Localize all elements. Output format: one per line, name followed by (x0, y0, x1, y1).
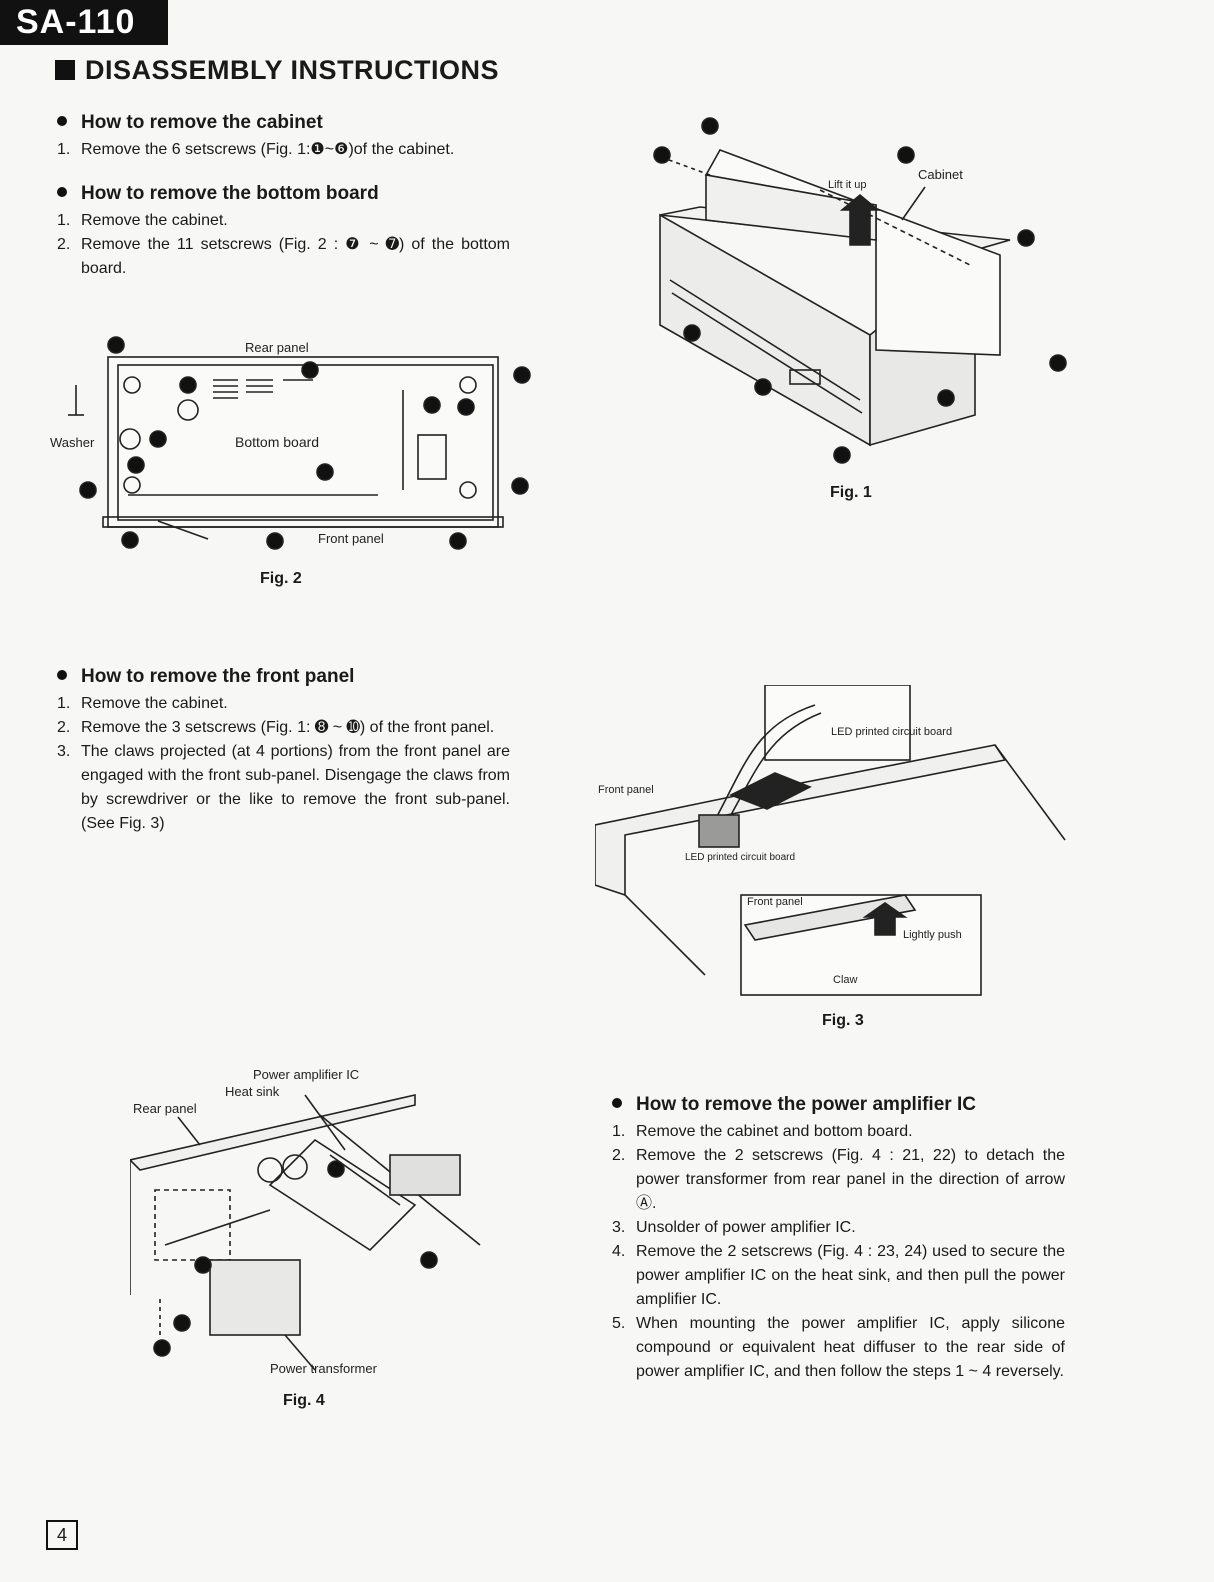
bullet-icon (57, 670, 67, 680)
list-item: 3.Unsolder of power amplifier IC. (612, 1219, 856, 1236)
list-item: 1.Remove the cabinet and bottom board. (612, 1123, 913, 1140)
figure-4: Power amplifier IC Heat sink Rear panel … (130, 1065, 530, 1385)
fig2-front-panel-label: Front panel (318, 531, 384, 546)
front-panel-title: How to remove the front panel (81, 666, 355, 687)
cabinet-label: Cabinet (918, 167, 963, 182)
list-item: 2.Remove the 2 setscrews (Fig. 4 : 21, 2… (612, 1147, 1065, 1212)
list-item: 2.Remove the 11 setscrews (Fig. 2 : ❼ ~ … (57, 236, 510, 277)
model-tag: SA-110 (0, 0, 168, 45)
power-amp-title: How to remove the power amplifier IC (636, 1094, 976, 1115)
list-item: 5.When mounting the power amplifier IC, … (612, 1315, 1065, 1380)
figure-3: Front panel LED printed circuit board LE… (595, 685, 1075, 1000)
fig4-transformer-label: Power transformer (270, 1361, 378, 1376)
list-item: 2.Remove the 3 setscrews (Fig. 1: ➑ ~ ➓)… (57, 719, 495, 736)
fig3-led-board-label: LED printed circuit board (685, 852, 795, 863)
power-amp-section: How to remove the power amplifier IC 1.R… (610, 1092, 1065, 1384)
square-bullet-icon (55, 60, 75, 80)
front-panel-section: How to remove the front panel 1.Remove t… (55, 664, 510, 836)
list-item: 1.Remove the 6 setscrews (Fig. 1:❶~❻)of … (57, 141, 455, 158)
figure-1: Lift it up Cabinet (640, 115, 1080, 475)
fig2-caption: Fig. 2 (260, 570, 302, 587)
lift-label: Lift it up (828, 179, 867, 191)
fig3-led-board-top-label: LED printed circuit board (831, 726, 952, 738)
list-item: 1.Remove the cabinet. (57, 695, 228, 712)
fig3-push-label: Lightly push (903, 929, 962, 941)
cabinet-section: How to remove the cabinet 1.Remove the 6… (55, 110, 510, 162)
bottom-board-section: How to remove the bottom board 1.Remove … (55, 181, 510, 281)
fig3-front-panel-label: Front panel (747, 896, 803, 908)
figure-2: Rear panel Bottom board Front panel Wash… (48, 335, 538, 555)
fig4-power-amp-label: Power amplifier IC (253, 1067, 359, 1082)
fig2-washer-label: Washer (50, 435, 95, 450)
fig2-rear-panel-label: Rear panel (245, 340, 309, 355)
section-title: DISASSEMBLY INSTRUCTIONS (55, 55, 499, 86)
cabinet-title: How to remove the cabinet (81, 112, 323, 133)
fig3-caption: Fig. 3 (822, 1012, 864, 1029)
list-item: 3.The claws projected (at 4 portions) fr… (57, 743, 510, 832)
section-title-text: DISASSEMBLY INSTRUCTIONS (85, 55, 500, 85)
bullet-icon (57, 116, 67, 126)
bullet-icon (57, 187, 67, 197)
fig3-front-panel-left-label: Front panel (598, 784, 654, 796)
page-number: 4 (46, 1520, 78, 1550)
fig4-caption: Fig. 4 (283, 1392, 325, 1409)
list-item: 1.Remove the cabinet. (57, 212, 228, 229)
bottom-board-title: How to remove the bottom board (81, 183, 379, 204)
fig1-caption: Fig. 1 (830, 484, 872, 501)
list-item: 4.Remove the 2 setscrews (Fig. 4 : 23, 2… (612, 1243, 1065, 1308)
fig4-heat-sink-label: Heat sink (225, 1084, 280, 1099)
fig4-rear-panel-label: Rear panel (133, 1101, 197, 1116)
fig3-claw-label: Claw (833, 974, 858, 986)
bullet-icon (612, 1098, 622, 1108)
fig2-bottom-board-label: Bottom board (235, 434, 319, 450)
